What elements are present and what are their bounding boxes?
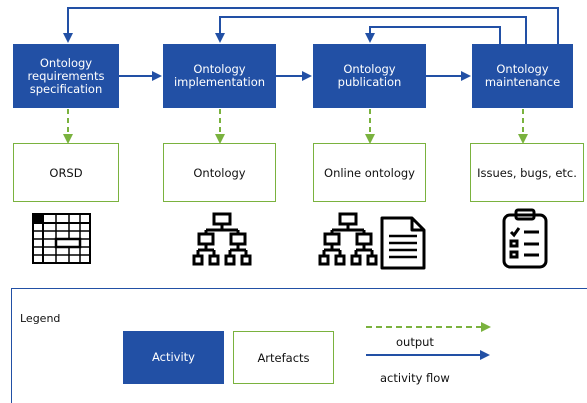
artefact-ontology: Ontology <box>163 143 276 202</box>
feedback-arrow-to-spec <box>63 7 559 44</box>
legend-output-label: output <box>396 335 434 349</box>
activity-maintenance: Ontology maintenance <box>472 44 573 108</box>
checklist-clipboard-icon <box>502 208 548 269</box>
activity-requirements-specification: Ontology requirements specification <box>13 44 119 108</box>
hierarchy-icon <box>192 212 252 266</box>
feedback-arrow-to-pub <box>365 26 501 44</box>
legend-title: Legend <box>20 312 61 325</box>
legend-artefact-box: Artefacts <box>233 331 334 384</box>
legend-box <box>11 288 587 403</box>
artefact-online-ontology: Online ontology <box>313 143 426 202</box>
activity-publication: Ontology publication <box>313 44 426 108</box>
feedback-arrow-to-impl <box>215 16 527 44</box>
legend-activity-flow-label: activity flow <box>380 371 450 385</box>
activity-implementation: Ontology implementation <box>163 44 276 108</box>
hierarchy-document-icon <box>318 212 426 270</box>
legend-activity-box: Activity <box>123 331 224 384</box>
table-icon <box>32 213 91 264</box>
artefact-issues: Issues, bugs, etc. <box>470 143 584 202</box>
